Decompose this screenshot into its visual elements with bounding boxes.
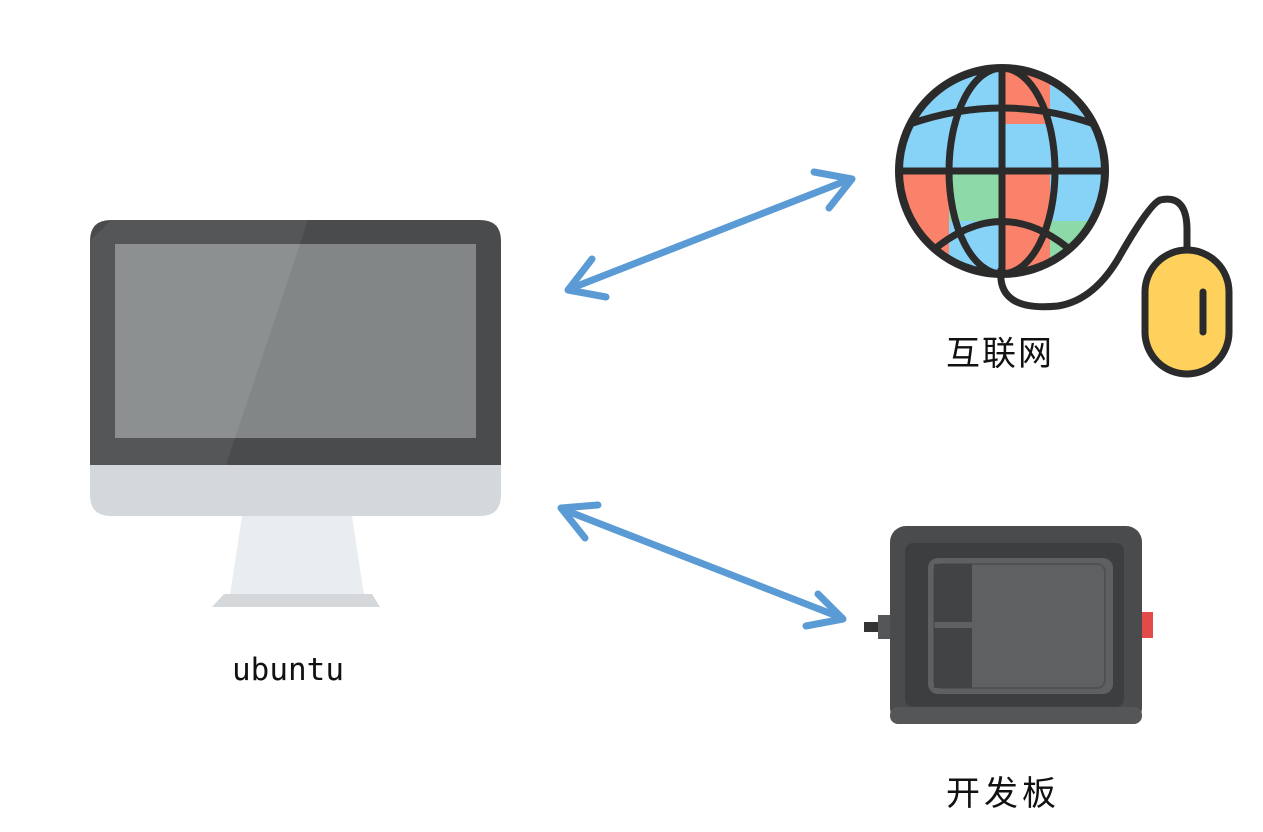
internet-label: 互联网 bbox=[946, 334, 1054, 374]
mouse-body bbox=[1141, 246, 1233, 378]
monitor-stand bbox=[230, 516, 364, 595]
board-slot-top bbox=[934, 564, 972, 622]
board-slot-bottom bbox=[934, 628, 972, 688]
monitor-chin bbox=[90, 464, 501, 516]
arrow-computer-internet bbox=[564, 168, 856, 301]
board-led bbox=[1142, 612, 1153, 638]
desktop-monitor-icon bbox=[90, 220, 501, 607]
monitor-screen-reflection bbox=[115, 244, 300, 438]
mouse-icon bbox=[997, 195, 1233, 378]
globe-icon bbox=[895, 64, 1109, 278]
monitor-stand-base bbox=[212, 594, 380, 607]
board-label: 开发板 bbox=[946, 774, 1060, 814]
board-bottom-band bbox=[890, 707, 1142, 724]
dev-board-icon bbox=[864, 526, 1153, 724]
computer-label: ubuntu bbox=[232, 652, 344, 688]
board-connector-plug bbox=[878, 615, 891, 639]
board-panel-inner bbox=[933, 563, 1106, 689]
mouse-cable bbox=[997, 195, 1191, 311]
arrow-computer-board bbox=[557, 501, 847, 630]
board-connector bbox=[864, 622, 880, 632]
